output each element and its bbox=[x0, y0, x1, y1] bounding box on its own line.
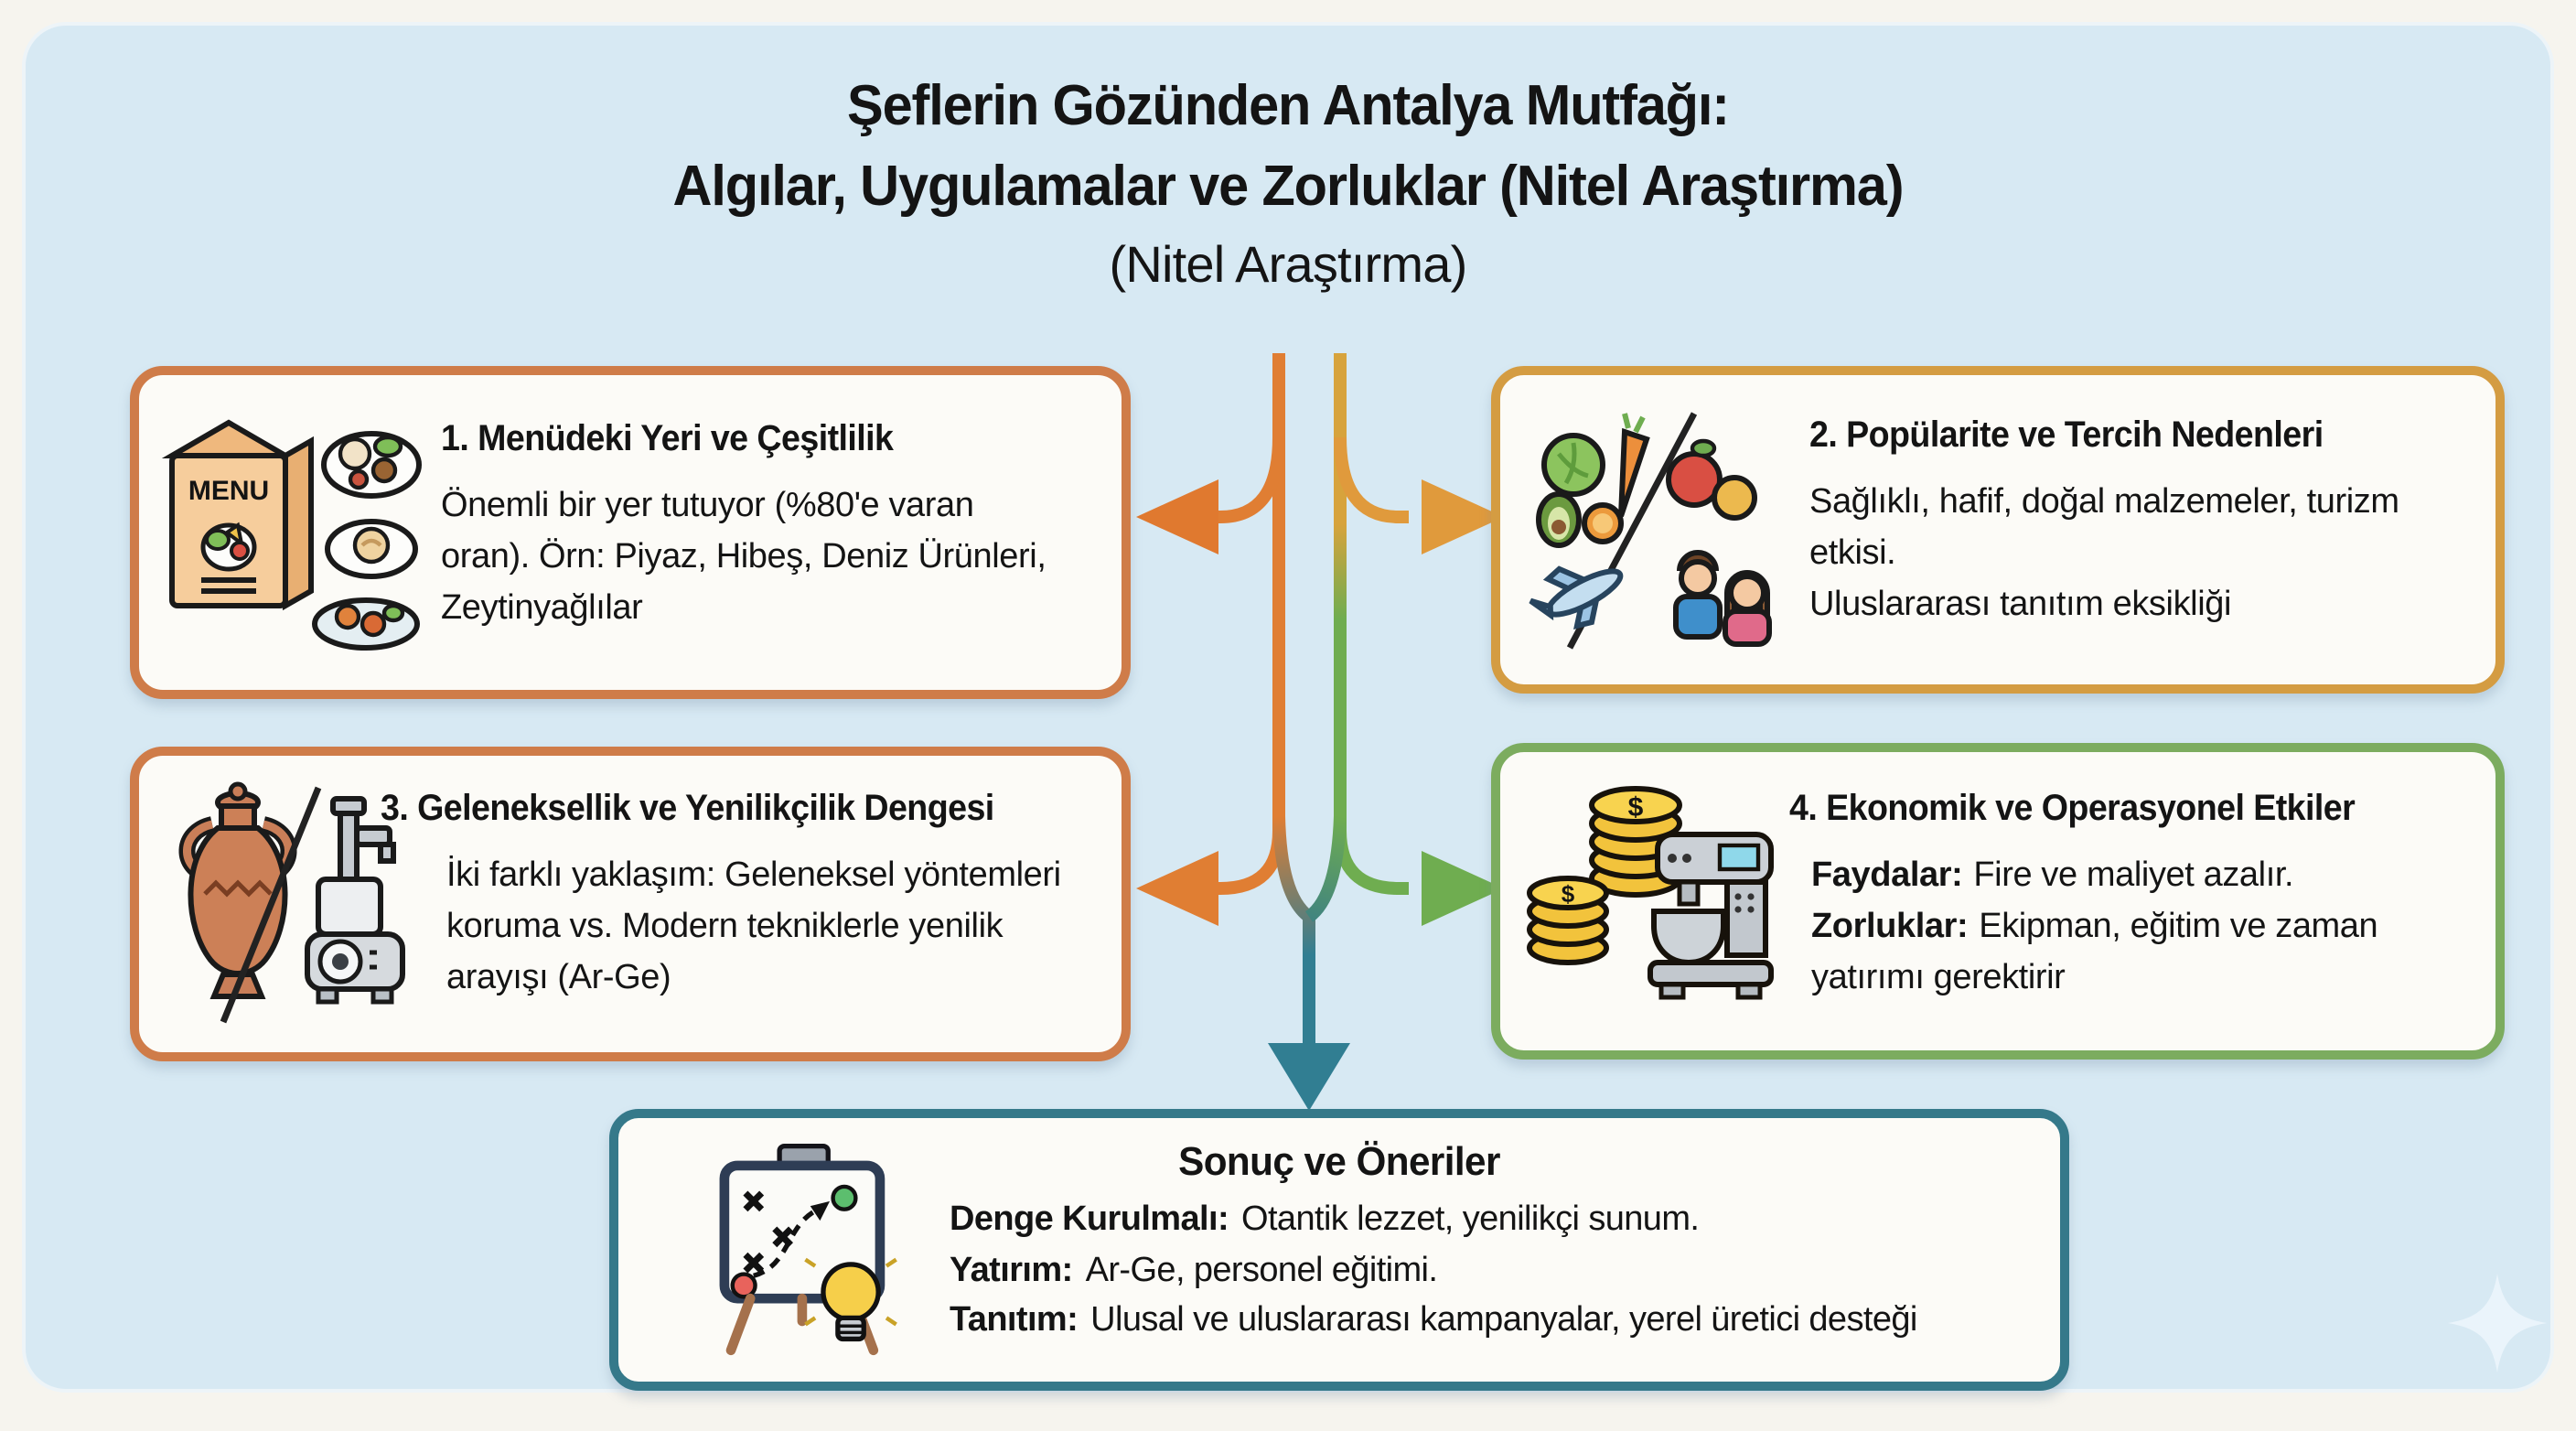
arrow-line-right bbox=[1334, 353, 1409, 895]
amphora-blender-icon bbox=[178, 781, 405, 1024]
arrow-branch-box1 bbox=[1215, 436, 1285, 523]
strategy-marks bbox=[743, 1190, 794, 1274]
produce-tourism-icon bbox=[1529, 411, 1772, 649]
conclusion-title: Sonuç ve Öneriler bbox=[1178, 1138, 1500, 1184]
challenges-text: Ekipman, eğitim ve zaman yatırımı gerekt… bbox=[1811, 908, 2378, 997]
box2-body-line1: Sağlıklı, hafif, doğal malzemeler, turiz… bbox=[1809, 483, 2399, 573]
box1-body: Önemli bir yer tutuyor (%80'e varan oran… bbox=[441, 487, 1046, 628]
box2-body: Sağlıklı, hafif, doğal malzemeler, turiz… bbox=[1809, 478, 2441, 631]
investment-label: Yatırım: bbox=[950, 1251, 1073, 1289]
divider-slash bbox=[220, 786, 322, 1024]
coins-mixer-icon: $ $ bbox=[1527, 785, 1774, 999]
page-title: Şeflerin Gözünden Antalya Mutfağı: Algıl… bbox=[26, 66, 2550, 304]
box1-title: 1. Menüdeki Yeri ve Çeşitlilik bbox=[441, 419, 894, 459]
box-conclusion: Sonuç ve Öneriler Denge Kurulmalı: Otanti… bbox=[609, 1109, 2069, 1391]
conclusion-item-promotion: Tanıtım: Ulusal ve uluslararası kampanyal… bbox=[950, 1296, 2034, 1346]
conclusion-item-balance: Denge Kurulmalı: Otantik lezzet, yenilikç… bbox=[950, 1195, 2034, 1245]
airplane-icon bbox=[1529, 565, 1624, 629]
background-panel: Şeflerin Gözünden Antalya Mutfağı: Algıl… bbox=[22, 22, 2554, 1393]
box-menu-variety: MENU 1. Menüdeki Yeri ve Çeş bbox=[130, 366, 1131, 699]
tourists-icon bbox=[1673, 549, 1772, 646]
strategy-lightbulb-icon bbox=[719, 1143, 897, 1356]
box3-body: İki farklı yaklaşım: Geleneksel yöntemle… bbox=[446, 856, 1061, 997]
title-line2: Algılar, Uygulamalar ve Zorluklar (Nitel… bbox=[672, 154, 1905, 218]
balance-label: Denge Kurulmalı: bbox=[950, 1200, 1229, 1239]
blender-icon bbox=[305, 796, 405, 1005]
box-popularity-preference: 2. Popülarite ve Tercih Nedenleri Sağlık… bbox=[1491, 366, 2505, 694]
box3-title: 3. Geleneksellik ve Yenilikçilik Dengesi bbox=[381, 789, 994, 829]
menu-plates-icon: MENU bbox=[161, 419, 422, 651]
arrow-branch-box2 bbox=[1334, 436, 1409, 523]
promotion-text: Ulusal ve uluslararası kampanyalar, yere… bbox=[1090, 1301, 1917, 1340]
stand-mixer-icon bbox=[1648, 831, 1774, 999]
conclusion-item-investment: Yatırım: Ar-Ge, personel eğitimi. bbox=[950, 1245, 2034, 1296]
box4-benefits: Faydalar: Fire ve maliyet azalır. bbox=[1811, 851, 2455, 902]
dollar-sign: $ bbox=[1628, 791, 1644, 822]
promotion-label: Tanıtım: bbox=[950, 1301, 1079, 1340]
box2-title: 2. Popülarite ve Tercih Nedenleri bbox=[1809, 415, 2324, 456]
benefits-text: Fire ve maliyet azalır. bbox=[1973, 856, 2294, 895]
arrow-merge-right bbox=[1304, 815, 1347, 922]
arrow-line-left bbox=[1215, 353, 1285, 895]
arrowhead-box1 bbox=[1136, 479, 1218, 554]
flow-arrows bbox=[1136, 353, 1504, 1111]
arrowhead-box3 bbox=[1136, 851, 1218, 926]
lightbulb-icon bbox=[804, 1257, 897, 1342]
arrowhead-conclusion bbox=[1268, 1043, 1350, 1111]
balance-text: Otantik lezzet, yenilikçi sunum. bbox=[1241, 1200, 1700, 1239]
box-economic-operational: $ $ bbox=[1491, 743, 2505, 1060]
box4-challenges: Zorluklar:Ekipman, eğitim ve zaman yatır… bbox=[1811, 902, 2455, 1005]
arrowhead-box4 bbox=[1422, 851, 1504, 926]
coin-stack-front bbox=[1527, 875, 1609, 964]
investment-text: Ar-Ge, personel eğitimi. bbox=[1085, 1251, 1438, 1289]
title-line1: Şeflerin Gözünden Antalya Mutfağı: bbox=[847, 73, 1730, 137]
dollar-sign: $ bbox=[1562, 879, 1575, 907]
box4-title: 4. Ekonomik ve Operasyonel Etkiler bbox=[1789, 789, 2356, 829]
box-tradition-innovation: 3. Geleneksellik ve Yenilikçilik Dengesi… bbox=[130, 747, 1131, 1061]
title-line3: (Nitel Araştırma) bbox=[1109, 236, 1468, 293]
arrow-merge-left bbox=[1272, 815, 1315, 1045]
conclusion-body: Denge Kurulmalı: Otantik lezzet, yenilikç… bbox=[950, 1195, 2034, 1346]
arrowhead-box2 bbox=[1422, 479, 1504, 554]
menu-label: MENU bbox=[188, 476, 269, 506]
benefits-label: Faydalar: bbox=[1811, 856, 1963, 895]
box2-body-line2: Uluslararası tanıtım eksikliği bbox=[1809, 586, 2232, 624]
sparkle-icon bbox=[2447, 1273, 2548, 1373]
challenges-label: Zorluklar: bbox=[1811, 908, 1969, 946]
